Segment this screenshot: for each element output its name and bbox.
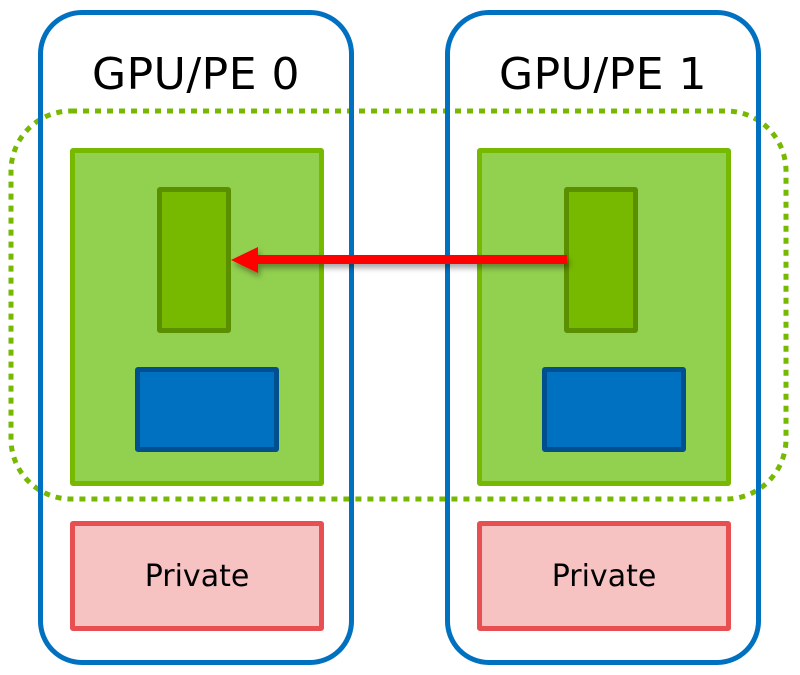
pe-0-private-memory: Private xyxy=(70,521,324,631)
pe-1-blue-object xyxy=(542,367,686,452)
arrow-shaft xyxy=(255,255,567,264)
pe-0-private-label: Private xyxy=(144,558,250,594)
put-arrow xyxy=(231,247,567,273)
pe-0-container: GPU/PE 0 xyxy=(38,10,354,665)
pe-0-blue-object xyxy=(135,367,279,452)
pe-0-symmetric-object xyxy=(157,187,231,333)
pe-1-private-memory: Private xyxy=(477,521,731,631)
pe-1-container: GPU/PE 1 xyxy=(445,10,761,665)
pe-1-private-label: Private xyxy=(551,558,657,594)
pe-0-title: GPU/PE 0 xyxy=(92,49,300,100)
pe-1-title: GPU/PE 1 xyxy=(499,49,707,100)
dotted-symmetric-boundary xyxy=(8,108,789,502)
arrow-head-icon xyxy=(231,247,258,273)
